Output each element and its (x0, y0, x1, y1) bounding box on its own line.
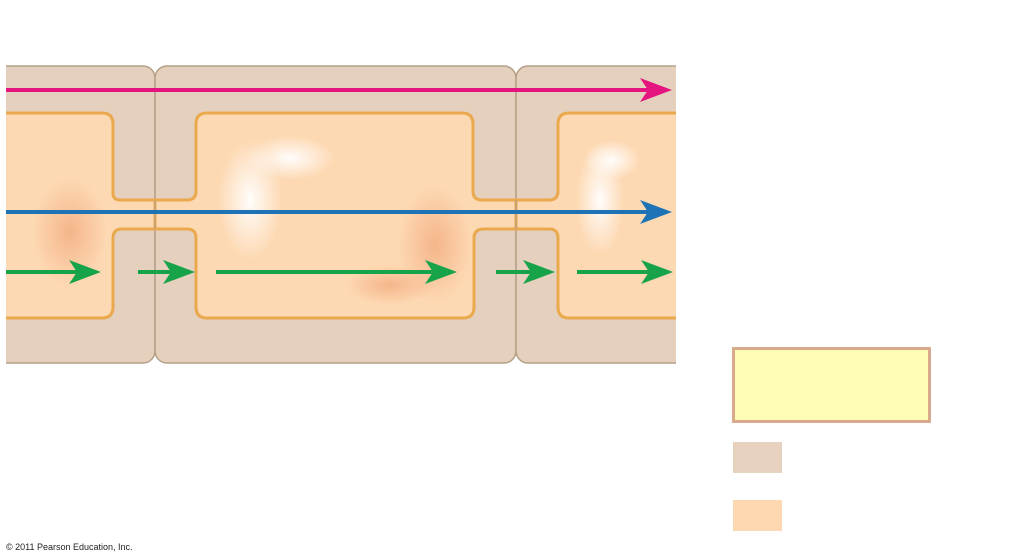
key-cytosol-swatch (733, 500, 782, 531)
key-cell-wall-swatch (733, 442, 782, 473)
highlight-spot (584, 140, 640, 180)
highlight-spot (245, 136, 335, 180)
copyright-notice: © 2011 Pearson Education, Inc. (6, 542, 133, 552)
key-box (732, 347, 931, 423)
